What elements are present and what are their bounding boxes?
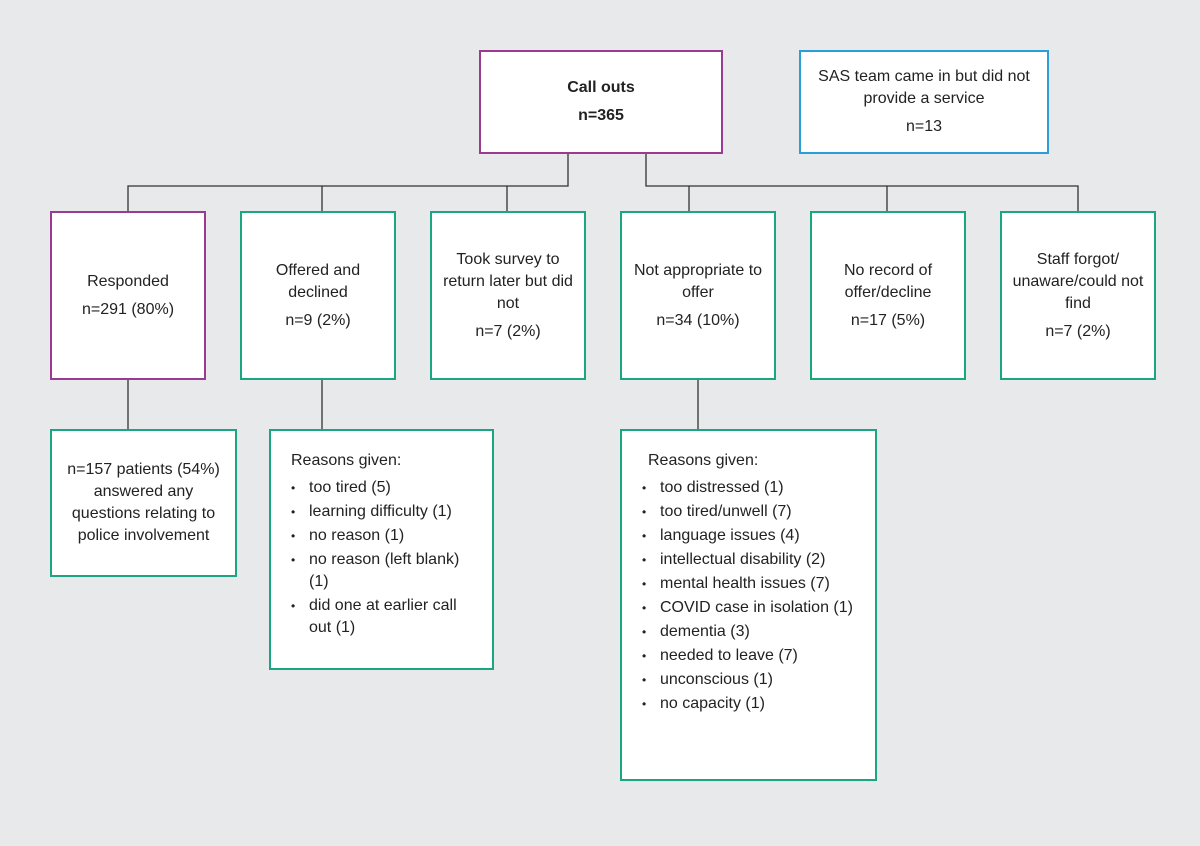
outcome-survey-later-box: Took survey to return later but did not … (430, 211, 586, 380)
outcome-count: n=34 (10%) (656, 311, 740, 329)
outcome-declined-box: Offered and declined n=9 (2%) (240, 211, 396, 380)
reason-item: needed to leave (7) (642, 645, 855, 667)
outcome-label: Took survey to return later but did not (443, 250, 573, 312)
outcome-count: n=7 (2%) (475, 322, 541, 340)
outcome-label: Responded (87, 272, 169, 290)
reason-item: too tired (5) (291, 477, 472, 499)
declined-reasons-heading: Reasons given: (291, 452, 402, 469)
reason-item: no reason (1) (291, 525, 472, 547)
reason-item: unconscious (1) (642, 669, 855, 691)
sas-no-service-text: SAS team came in but did not provide a s… (818, 68, 1030, 107)
reason-item: dementia (3) (642, 621, 855, 643)
not-appropriate-reasons-box: Reasons given: too distressed (1) too ti… (620, 429, 877, 781)
call-outs-count: n=365 (578, 107, 624, 124)
outcome-count: n=291 (80%) (81, 300, 175, 318)
outcome-label: Offered and declined (275, 261, 361, 301)
reason-item: language issues (4) (642, 525, 855, 547)
reason-item: learning difficulty (1) (291, 501, 472, 523)
connector-right-branch (645, 154, 1079, 212)
call-outs-title: Call outs (567, 79, 635, 96)
reason-item: no capacity (1) (642, 693, 855, 715)
connector-left-branch (127, 154, 569, 212)
outcome-label: Not appropriate to offer (633, 261, 763, 301)
reason-item: did one at earlier call out (1) (291, 595, 472, 639)
sas-no-service-box: SAS team came in but did not provide a s… (799, 50, 1049, 154)
outcome-count: n=9 (2%) (285, 311, 351, 329)
outcome-count: n=17 (5%) (850, 311, 926, 329)
declined-reasons-list: too tired (5) learning difficulty (1) no… (291, 477, 472, 639)
responded-detail-text: n=157 patients (54%) answered any questi… (67, 461, 220, 544)
reason-item: intellectual disability (2) (642, 549, 855, 571)
sas-no-service-count: n=13 (905, 118, 943, 135)
responded-detail-box: n=157 patients (54%) answered any questi… (50, 429, 237, 577)
declined-reasons-box: Reasons given: too tired (5) learning di… (269, 429, 494, 670)
reason-item: no reason (left blank) (1) (291, 549, 472, 593)
outcome-responded-box: Responded n=291 (80%) (50, 211, 206, 380)
outcome-no-record-box: No record of offer/decline n=17 (5%) (810, 211, 966, 380)
outcome-not-appropriate-box: Not appropriate to offer n=34 (10%) (620, 211, 776, 380)
reason-item: COVID case in isolation (1) (642, 597, 855, 619)
outcome-count: n=7 (2%) (1045, 322, 1111, 340)
outcome-label: Staff forgot/ unaware/could not find (1012, 250, 1144, 312)
outcome-label: No record of offer/decline (843, 261, 933, 301)
call-outs-box: Call outs n=365 (479, 50, 723, 154)
outcome-staff-forgot-box: Staff forgot/ unaware/could not find n=7… (1000, 211, 1156, 380)
not-appropriate-reasons-list: too distressed (1) too tired/unwell (7) … (642, 477, 855, 715)
not-appropriate-reasons-heading: Reasons given: (648, 452, 759, 469)
reason-item: too distressed (1) (642, 477, 855, 499)
reason-item: too tired/unwell (7) (642, 501, 855, 523)
reason-item: mental health issues (7) (642, 573, 855, 595)
